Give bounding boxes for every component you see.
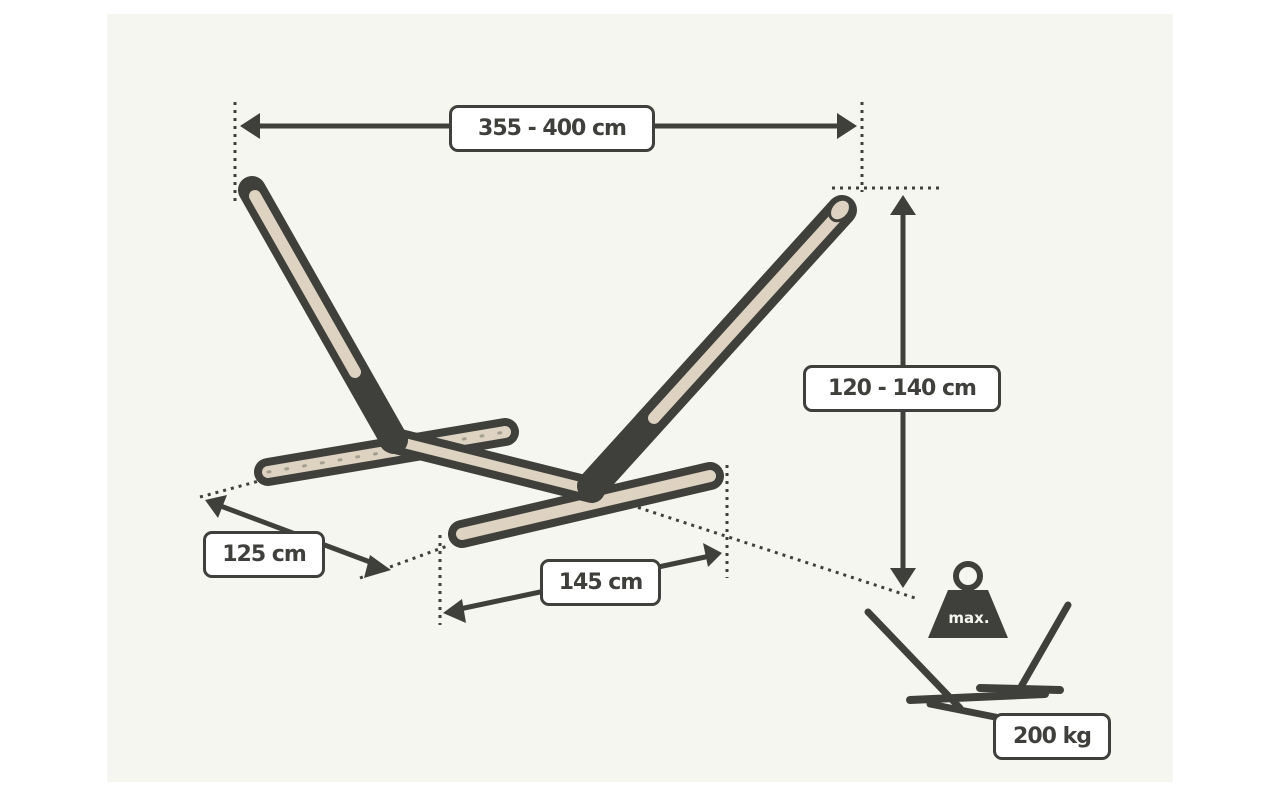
foot-length-label: 145 cm — [540, 559, 661, 606]
foot-left-back — [254, 418, 519, 486]
hammock-stand — [238, 176, 857, 548]
weight-icon — [928, 561, 1008, 638]
mini-hammock-stand-icon — [864, 601, 1072, 722]
weight-max-label: max. — [948, 609, 990, 627]
arm-right — [577, 195, 857, 501]
height-label: 120 - 140 cm — [803, 365, 1001, 412]
arm-left — [238, 176, 408, 454]
center-beam — [379, 427, 605, 503]
guide-lines — [199, 102, 940, 625]
foot-right-front — [448, 462, 724, 548]
arm-right-end-cap — [828, 197, 852, 223]
total-length-label: 355 - 400 cm — [449, 105, 655, 152]
base-width-label: 125 cm — [203, 531, 325, 578]
max-load-label: 200 kg — [993, 713, 1111, 760]
